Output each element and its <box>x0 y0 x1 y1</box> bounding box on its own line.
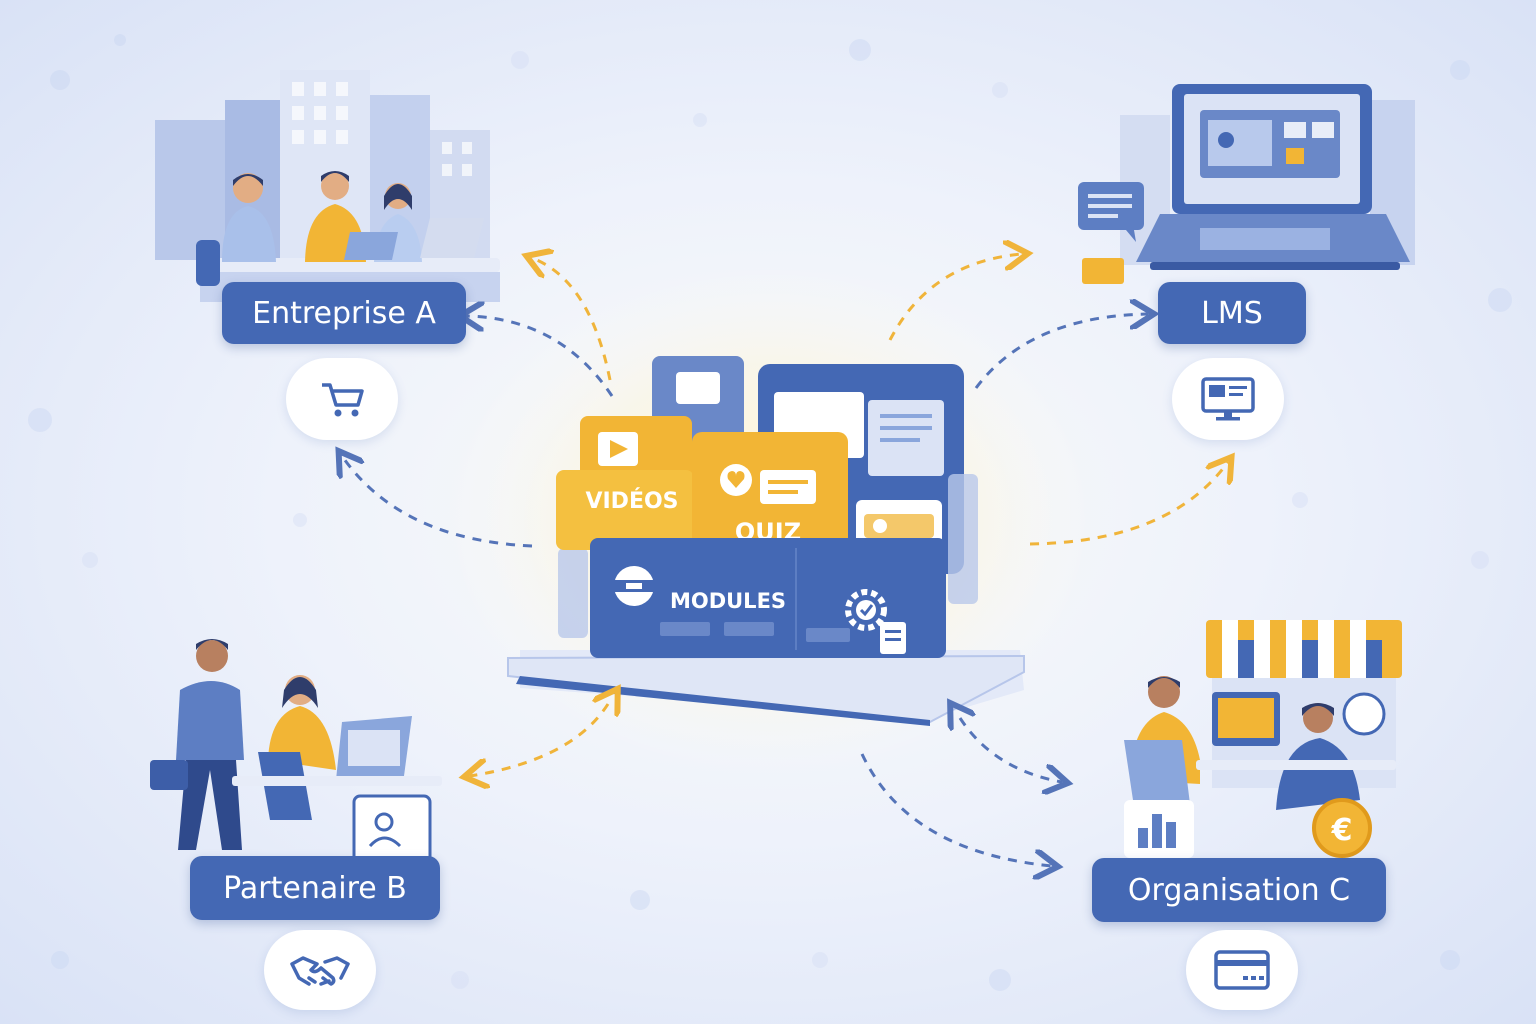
monitor-icon <box>1201 377 1255 421</box>
cart-icon-badge <box>286 358 398 440</box>
handshake-icon <box>290 956 350 986</box>
content-hub: VIDÉOS QUIZ MODULES <box>507 356 1025 726</box>
lms-label: LMS <box>1201 295 1263 331</box>
modules-tile: MODULES <box>590 538 946 658</box>
entreprise-a-label: Entreprise A <box>252 295 436 331</box>
partenaire-b-label: Partenaire B <box>223 870 407 906</box>
videos-tile: VIDÉOS <box>556 416 694 550</box>
heart-icon <box>727 471 745 488</box>
euro-icon: € <box>1331 813 1353 848</box>
connection-arrows <box>342 254 1228 866</box>
node-label-lms: LMS <box>1158 282 1306 344</box>
lms-illustration <box>1078 84 1415 284</box>
videos-label: VIDÉOS <box>585 488 678 514</box>
organisation-c-label: Organisation C <box>1127 872 1351 908</box>
modules-icon <box>612 566 656 606</box>
node-label-organisation-c: Organisation C <box>1092 858 1386 922</box>
partenaire-b-illustration <box>150 639 442 864</box>
handshake-icon-badge <box>264 930 376 1010</box>
modules-label: MODULES <box>670 589 786 613</box>
play-icon <box>610 440 628 458</box>
monitor-icon-badge <box>1172 358 1284 440</box>
organisation-c-illustration: € <box>1124 620 1402 858</box>
gear-check-icon <box>845 589 906 654</box>
node-label-partenaire-b: Partenaire B <box>190 856 440 920</box>
background-dots <box>28 34 1512 991</box>
card-icon <box>1214 950 1270 990</box>
cart-icon <box>322 383 364 417</box>
card-icon-badge <box>1186 930 1298 1010</box>
entreprise-a-illustration <box>155 70 500 302</box>
node-label-entreprise-a: Entreprise A <box>222 282 466 344</box>
quiz-tile: QUIZ <box>692 432 848 552</box>
